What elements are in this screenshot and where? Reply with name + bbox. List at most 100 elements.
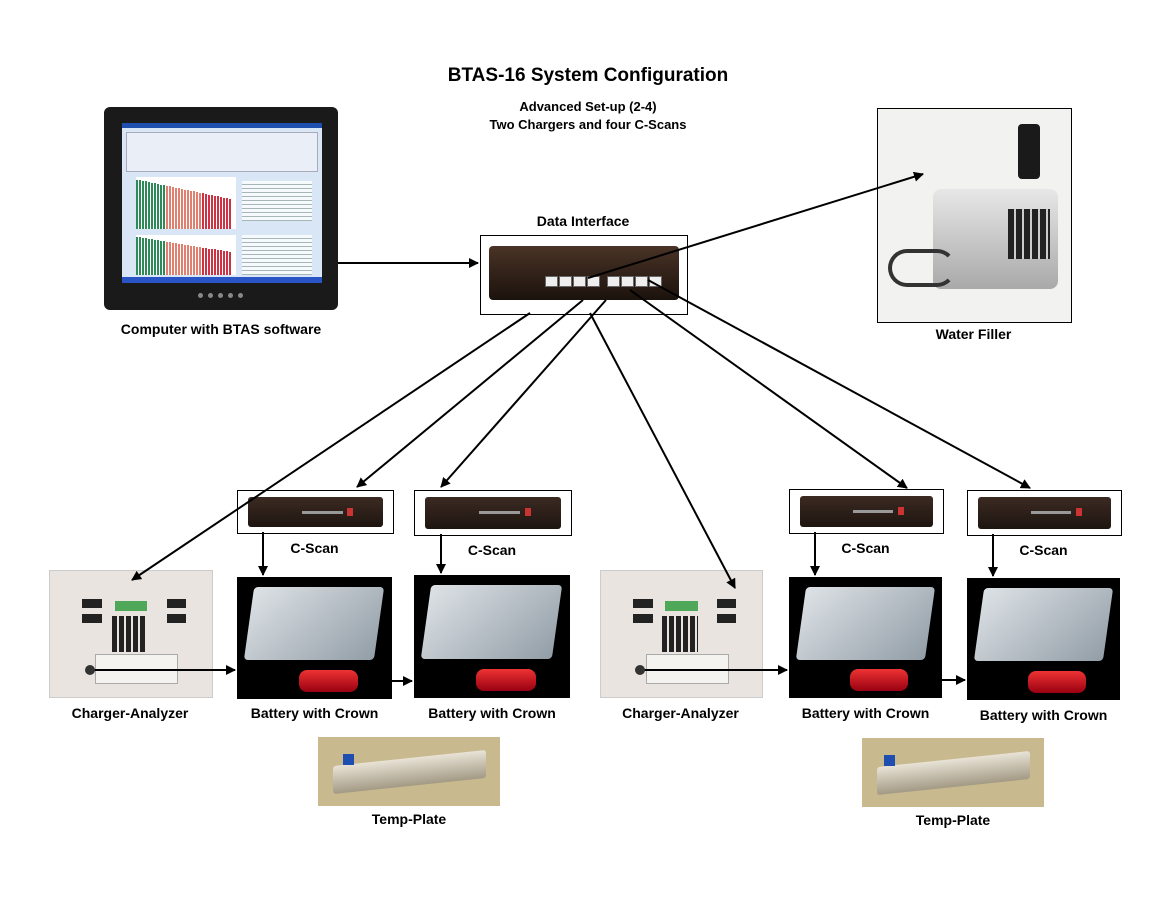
battery-image-3 bbox=[789, 577, 942, 698]
screen-bar bbox=[178, 188, 180, 229]
charger-label-1: Charger-Analyzer bbox=[71, 705, 189, 721]
screen-bar bbox=[175, 243, 177, 275]
taskbar bbox=[122, 277, 322, 283]
data-port bbox=[545, 276, 558, 287]
interface-to-cscan4-arrow bbox=[647, 279, 1031, 489]
data-interface-label: Data Interface bbox=[536, 213, 630, 229]
temp-plate-connector bbox=[343, 754, 355, 766]
screen-bar bbox=[181, 188, 183, 229]
screen-bar bbox=[211, 195, 213, 229]
data-port bbox=[559, 276, 572, 287]
screen-bar bbox=[145, 181, 147, 229]
cscan-label-1: C-Scan bbox=[290, 540, 339, 556]
interface-to-cscan3-arrow bbox=[629, 289, 908, 489]
screen-bar bbox=[214, 195, 216, 229]
battery-info-text-top bbox=[242, 181, 312, 221]
battery-cell bbox=[850, 668, 909, 691]
battery-info-text-bottom bbox=[242, 235, 312, 275]
cscan-slot bbox=[479, 511, 521, 515]
diagram-title: BTAS-16 System Configuration bbox=[447, 65, 729, 86]
cscan-device bbox=[800, 496, 933, 527]
monitor-button bbox=[198, 293, 203, 298]
water-filler-image bbox=[877, 108, 1072, 323]
charger-display bbox=[716, 598, 737, 608]
screen-bar bbox=[226, 198, 228, 229]
screen-bar bbox=[160, 240, 162, 275]
battery-cell bbox=[1028, 670, 1087, 693]
cscan-image-1 bbox=[237, 490, 394, 534]
battery-cell bbox=[299, 669, 358, 692]
screen-bar bbox=[148, 238, 150, 275]
screen-bar bbox=[136, 237, 138, 275]
software-form-panel bbox=[126, 132, 318, 172]
battery-label-2: Battery with Crown bbox=[428, 705, 556, 721]
interface-to-cscan1-arrow bbox=[356, 299, 584, 488]
screen-bar bbox=[190, 245, 192, 275]
filler-hose bbox=[888, 249, 956, 287]
charger-display bbox=[166, 613, 187, 623]
charger2-connector bbox=[635, 665, 645, 675]
diagram-subtitle-1: Advanced Set-up (2-4) bbox=[519, 99, 657, 114]
screen-bar bbox=[202, 193, 204, 229]
data-interface-image bbox=[480, 235, 688, 315]
water-bottle bbox=[1018, 124, 1040, 179]
btas-software-screen bbox=[122, 123, 322, 283]
data-port bbox=[621, 276, 634, 287]
screen-bar bbox=[175, 187, 177, 229]
screen-bar bbox=[193, 246, 195, 275]
charger-display bbox=[633, 598, 653, 608]
screen-bar bbox=[223, 197, 225, 229]
charger-display bbox=[82, 613, 102, 623]
screen-bar bbox=[187, 245, 189, 275]
charger-keypad bbox=[111, 616, 148, 652]
charger-analyzer-image-2 bbox=[600, 570, 763, 698]
screen-bar bbox=[163, 241, 165, 275]
cscan-image-3 bbox=[789, 489, 944, 534]
temp-plate-label-1: Temp-Plate bbox=[371, 811, 447, 827]
screen-bar bbox=[151, 182, 153, 229]
cscan-slot bbox=[853, 509, 894, 513]
screen-bar bbox=[184, 244, 186, 275]
cscan-label-4: C-Scan bbox=[1019, 542, 1068, 558]
computer-label: Computer with BTAS software bbox=[120, 321, 322, 337]
screen-bar bbox=[220, 250, 222, 275]
screen-bar bbox=[217, 249, 219, 275]
screen-bar bbox=[136, 179, 138, 229]
screen-bar bbox=[142, 180, 144, 229]
screen-bar bbox=[214, 249, 216, 275]
water-filler-label: Water Filler bbox=[935, 326, 1012, 342]
screen-bar bbox=[187, 190, 189, 229]
interface-to-cscan2-arrow bbox=[440, 299, 607, 488]
charger-label-2: Charger-Analyzer bbox=[622, 705, 739, 721]
screen-bar bbox=[229, 251, 231, 275]
screen-bar bbox=[157, 183, 159, 229]
computer-monitor-image bbox=[104, 107, 338, 310]
monitor-button bbox=[228, 293, 233, 298]
screen-bar bbox=[139, 180, 141, 229]
data-port bbox=[635, 276, 648, 287]
battery-image-1 bbox=[237, 577, 392, 699]
screen-bar bbox=[160, 184, 162, 229]
screen-bar bbox=[211, 249, 213, 275]
charger-display bbox=[633, 613, 653, 623]
voltage-bar-chart-top bbox=[136, 177, 236, 229]
screen-bar bbox=[178, 243, 180, 275]
screen-bar bbox=[223, 250, 225, 275]
battery-label-4: Battery with Crown bbox=[979, 707, 1108, 723]
cscan-image-2 bbox=[414, 490, 572, 536]
screen-bar bbox=[217, 196, 219, 229]
screen-bar bbox=[154, 183, 156, 229]
charger-display bbox=[82, 598, 102, 608]
battery-image-2 bbox=[414, 575, 570, 698]
battery-cell bbox=[476, 668, 536, 691]
screen-bar bbox=[163, 185, 165, 229]
battery-label-1: Battery with Crown bbox=[250, 705, 379, 721]
screen-bar bbox=[172, 187, 174, 229]
screen-bar bbox=[205, 193, 207, 229]
screen-bar bbox=[166, 185, 168, 229]
monitor-button bbox=[218, 293, 223, 298]
charger-keypad bbox=[662, 616, 698, 652]
screen-bar bbox=[220, 197, 222, 229]
cscan-slot bbox=[302, 510, 343, 514]
screen-bar bbox=[229, 198, 231, 229]
